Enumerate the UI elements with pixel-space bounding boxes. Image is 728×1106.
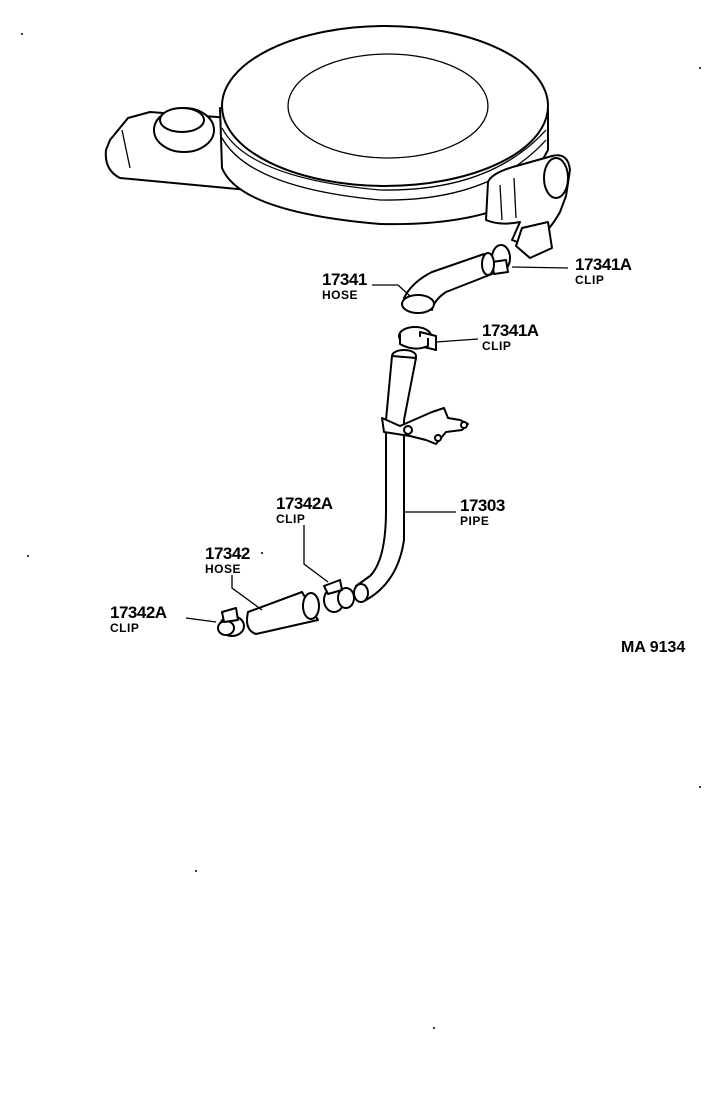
- scan-specks: [21, 33, 701, 1029]
- part-number: 17341A: [575, 255, 632, 274]
- part-number: 17342A: [110, 603, 167, 622]
- part-number: 17342: [205, 544, 250, 563]
- part-name: CLIP: [276, 512, 306, 526]
- diagram-code: MA 9134: [621, 639, 686, 656]
- hose-17341: [401, 252, 495, 314]
- hose-17342: [246, 591, 320, 635]
- clip-17341a-top: [491, 244, 511, 275]
- part-name: CLIP: [482, 339, 512, 353]
- part-name: HOSE: [205, 562, 242, 576]
- label-17342a-left: 17342A CLIP: [110, 604, 167, 634]
- pipe-17303: [353, 349, 469, 603]
- label-17303-pipe: 17303 PIPE: [460, 497, 505, 527]
- part-number: 17303: [460, 496, 505, 515]
- part-name: CLIP: [110, 621, 140, 635]
- part-name: CLIP: [575, 273, 605, 287]
- label-17341a-mid: 17341A CLIP: [482, 322, 539, 352]
- part-number: 17341: [322, 270, 367, 289]
- clip-17341a-mid: [398, 326, 437, 351]
- label-17341a-top: 17341A CLIP: [575, 256, 632, 286]
- part-name: PIPE: [460, 514, 490, 528]
- clip-17342a-left: [217, 607, 245, 637]
- clip-17342a-lower: [323, 579, 355, 613]
- part-number: 17341A: [482, 321, 539, 340]
- leader-lines: [185, 266, 569, 623]
- part-number: 17342A: [276, 494, 333, 513]
- air-cleaner-assembly: [104, 25, 571, 259]
- label-17342-hose: 17342 HOSE: [205, 545, 250, 575]
- label-17341-hose: 17341 HOSE: [322, 271, 367, 301]
- part-name: HOSE: [322, 288, 359, 302]
- label-17342a-lower: 17342A CLIP: [276, 495, 333, 525]
